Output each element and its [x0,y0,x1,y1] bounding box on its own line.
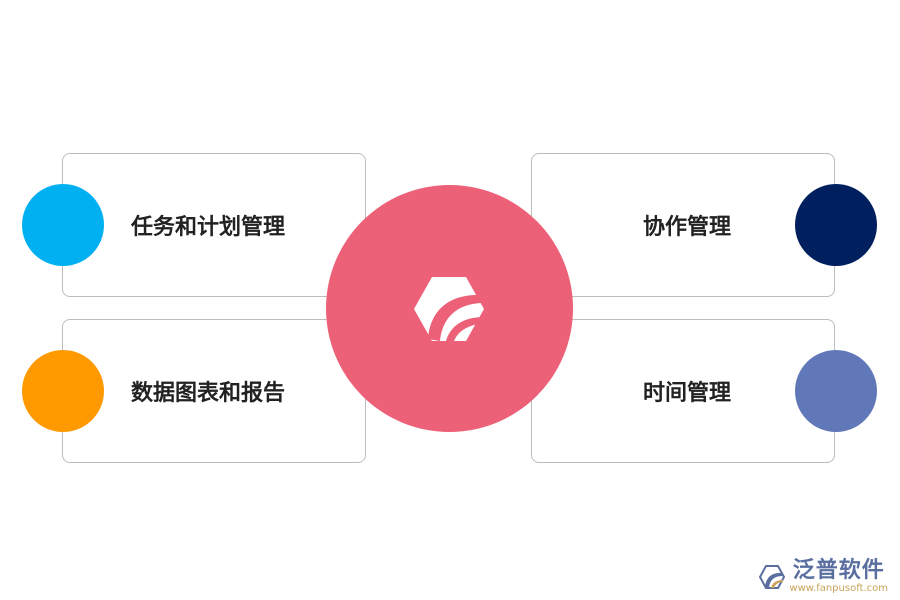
brand-logo-icon [413,276,484,341]
brand-name: 泛普软件 [792,558,885,583]
brand-url: www.fanpusoft.com [789,583,888,594]
dot-data-reports [22,350,104,432]
fanpu-logo-icon [759,565,786,589]
card-label-task-planning: 任务和计划管理 [130,215,285,240]
dot-task-planning [22,184,104,266]
dot-collaboration [795,184,877,266]
card-label-data-reports: 数据图表和报告 [130,381,285,406]
dot-time-management [795,350,877,432]
card-label-collaboration: 协作管理 [642,215,731,240]
card-task-planning: 任务和计划管理 [62,153,366,297]
card-label-time-management: 时间管理 [642,381,731,406]
card-data-reports: 数据图表和报告 [62,319,366,463]
card-time-management: 时间管理 [531,319,835,463]
card-collaboration: 协作管理 [531,153,835,297]
center-circle [326,185,573,432]
brand-watermark: 泛普软件 www.fanpusoft.com [759,560,888,594]
